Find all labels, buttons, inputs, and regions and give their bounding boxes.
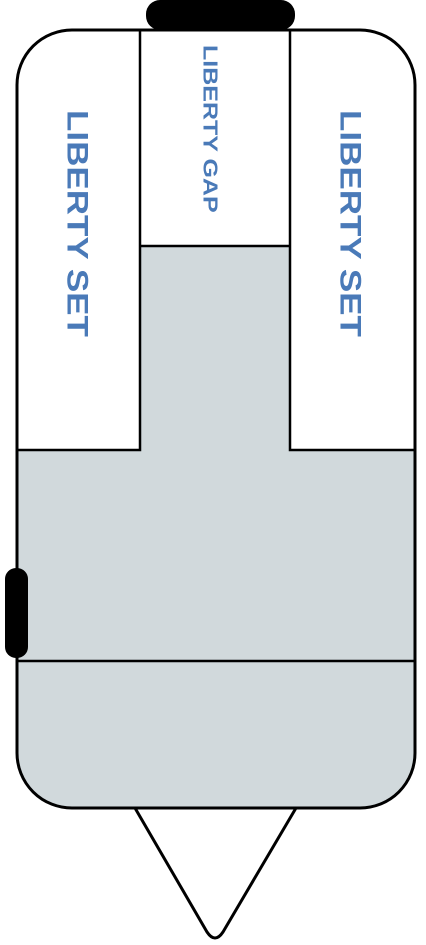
left-zone-area	[17, 30, 140, 450]
zone-label-right: LIBERTY SET	[333, 110, 368, 337]
zone-label-left: LIBERTY SET	[60, 110, 95, 337]
bottom-tip-icon	[133, 807, 298, 940]
right-zone-border	[288, 30, 415, 452]
center-zone-area	[140, 30, 290, 246]
zone-label-center: LIBERTY GAP	[198, 45, 222, 213]
side-handle-icon	[5, 568, 28, 658]
right-zone-area	[290, 30, 415, 450]
top-handle-icon	[146, 0, 295, 30]
left-zone-border	[17, 30, 142, 452]
zone-dividers	[17, 30, 415, 663]
